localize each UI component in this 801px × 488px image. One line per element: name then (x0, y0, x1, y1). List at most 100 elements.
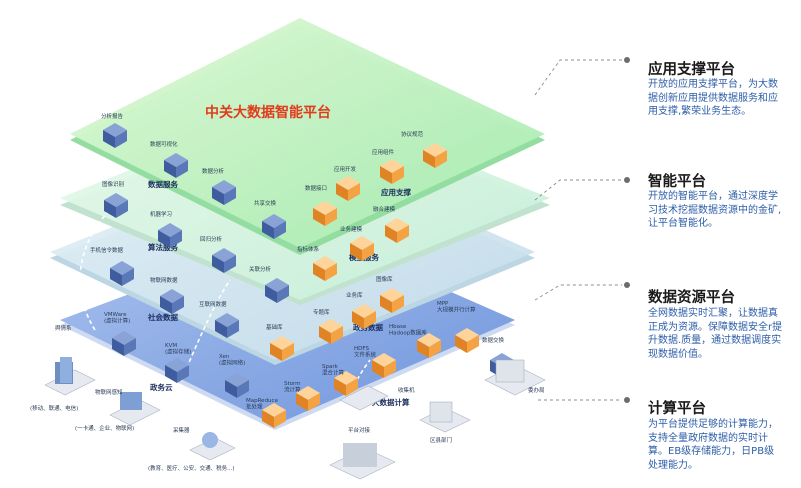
box-label: 混合计算 (322, 369, 345, 377)
box-label: HDFS (354, 346, 369, 352)
box-left (352, 311, 364, 329)
box-label: 回归分析 (200, 235, 223, 243)
layer-title-compute: 计算平台 (648, 401, 706, 417)
layer-title-data-resource: 数据资源平台 (648, 290, 735, 306)
box-left (313, 208, 325, 226)
box-left (380, 166, 392, 184)
box-right (115, 130, 127, 148)
box-right (227, 320, 239, 338)
box-left (212, 255, 224, 273)
source-collector-label: 采集器 (173, 426, 190, 434)
source-internet-label: 舆情系 (55, 324, 72, 332)
box-right (397, 225, 409, 243)
box-label: 数据交换 (482, 336, 505, 344)
box-left (110, 268, 122, 286)
box-left (265, 285, 277, 303)
box-right (308, 393, 320, 411)
source-region-dept-label: 区县部门 (430, 436, 452, 444)
layer-title-ai: 智能平台 (648, 174, 706, 190)
box-label: 数据可视化 (150, 140, 178, 148)
box-label: 数据分析 (202, 167, 225, 175)
box-label: 互联网数据 (199, 300, 227, 308)
box-label: 融合建模 (373, 205, 396, 213)
box-right (325, 208, 337, 226)
box-vmware: VMWare(虚拟计算) (104, 312, 136, 356)
box-right (170, 230, 182, 248)
source-platform-node: 平台对接 (329, 426, 396, 480)
box-data-interface: 数据接口 (305, 184, 337, 226)
box-internet-data: 互联网数据 (199, 300, 239, 338)
box-label: (虚拟计算) (104, 317, 130, 325)
source-platform-node-label: 平台对接 (348, 426, 371, 434)
box-right (116, 200, 128, 218)
box-left (336, 183, 348, 201)
box-left (164, 160, 176, 178)
box-fusion-model: 融合建模 (373, 205, 409, 243)
source-iot: 物联网感知 (一卡通、企业、物联网) (75, 388, 161, 432)
box-left (104, 200, 116, 218)
box-left (380, 295, 392, 313)
section-gov-data: 政务数据 (353, 322, 383, 332)
layer-desc-ai: 开放的智能平台，通过深度学 习技术挖掘数据资源中的金矿, 让平台智能化。 (648, 191, 782, 229)
box-business-lib: 业务库 (346, 291, 376, 329)
box-label: Hadoop数据库 (389, 329, 427, 337)
box-left (215, 320, 227, 338)
box-right (224, 255, 236, 273)
platform-title: 中关大数据智能平台 (205, 104, 331, 121)
box-machine-learn: 机器学习 (150, 210, 182, 248)
box-left (455, 335, 467, 353)
box-label: 业务建模 (340, 225, 363, 233)
box-label: (虚拟网络) (219, 359, 245, 367)
box-label: 数据接口 (305, 184, 327, 192)
source-iot-label: 物联网感知 (95, 388, 123, 396)
box-left (160, 296, 172, 314)
box-right (282, 343, 294, 361)
section-gov-cloud: 政务云 (150, 382, 173, 392)
box-label: MPP (437, 301, 449, 307)
source-internet: 舆情系 (移动、联通、电信) (30, 324, 96, 412)
box-label: Storm (284, 381, 301, 387)
box-label: 机器学习 (150, 210, 172, 218)
box-left (158, 230, 170, 248)
box-label: 共享交换 (254, 199, 277, 207)
box-left (270, 343, 282, 361)
source-regional-label: (教育、医疗、公安、交通、税务...) (148, 464, 235, 472)
source-interlink: 收集机 (339, 385, 415, 411)
box-left (350, 243, 362, 261)
box-metric-system: 指标体系 (297, 245, 337, 281)
box-right (224, 187, 236, 205)
box-left (417, 340, 429, 358)
box-data-visual: 数据可视化 (150, 140, 188, 178)
box-left (262, 410, 274, 428)
box-left (385, 225, 397, 243)
box-left (334, 378, 346, 396)
box-app-component: 应用组件 (372, 148, 404, 184)
box-left (103, 130, 115, 148)
box-label: 指标体系 (297, 245, 320, 253)
box-label: 关联分析 (249, 265, 272, 273)
layer-app-support (70, 18, 545, 255)
section-bigdata-compute: 大数据计算 (372, 397, 410, 407)
box-right (122, 268, 134, 286)
box-iot-data: 物联网数据 (150, 276, 184, 314)
box-left (225, 380, 237, 398)
box-label: 协议规范 (401, 130, 424, 138)
layer-desc-app-support: 开放的应用支撑平台，为大数 据创新应用提供数据服务和应 用支撑,繁荣业务生态。 (648, 79, 778, 117)
box-right (346, 378, 358, 396)
box-label: 批处理 (246, 403, 263, 411)
box-topic-lib: 专题库 (313, 308, 343, 344)
box-label: 分析报告 (101, 112, 124, 120)
box-label: 图像识别 (102, 180, 124, 188)
box-label: (虚拟存储) (165, 348, 191, 356)
box-right (124, 338, 136, 356)
component-boxes: 分析报告数据可视化数据分析共享交换数据接口应用开发应用组件协议规范图像识别机器学… (90, 112, 514, 428)
box-phone-signal: 手机信令数据 (90, 246, 134, 286)
box-label: 手机信令数据 (90, 246, 124, 254)
source-city-dept: 委办局 (484, 359, 546, 396)
